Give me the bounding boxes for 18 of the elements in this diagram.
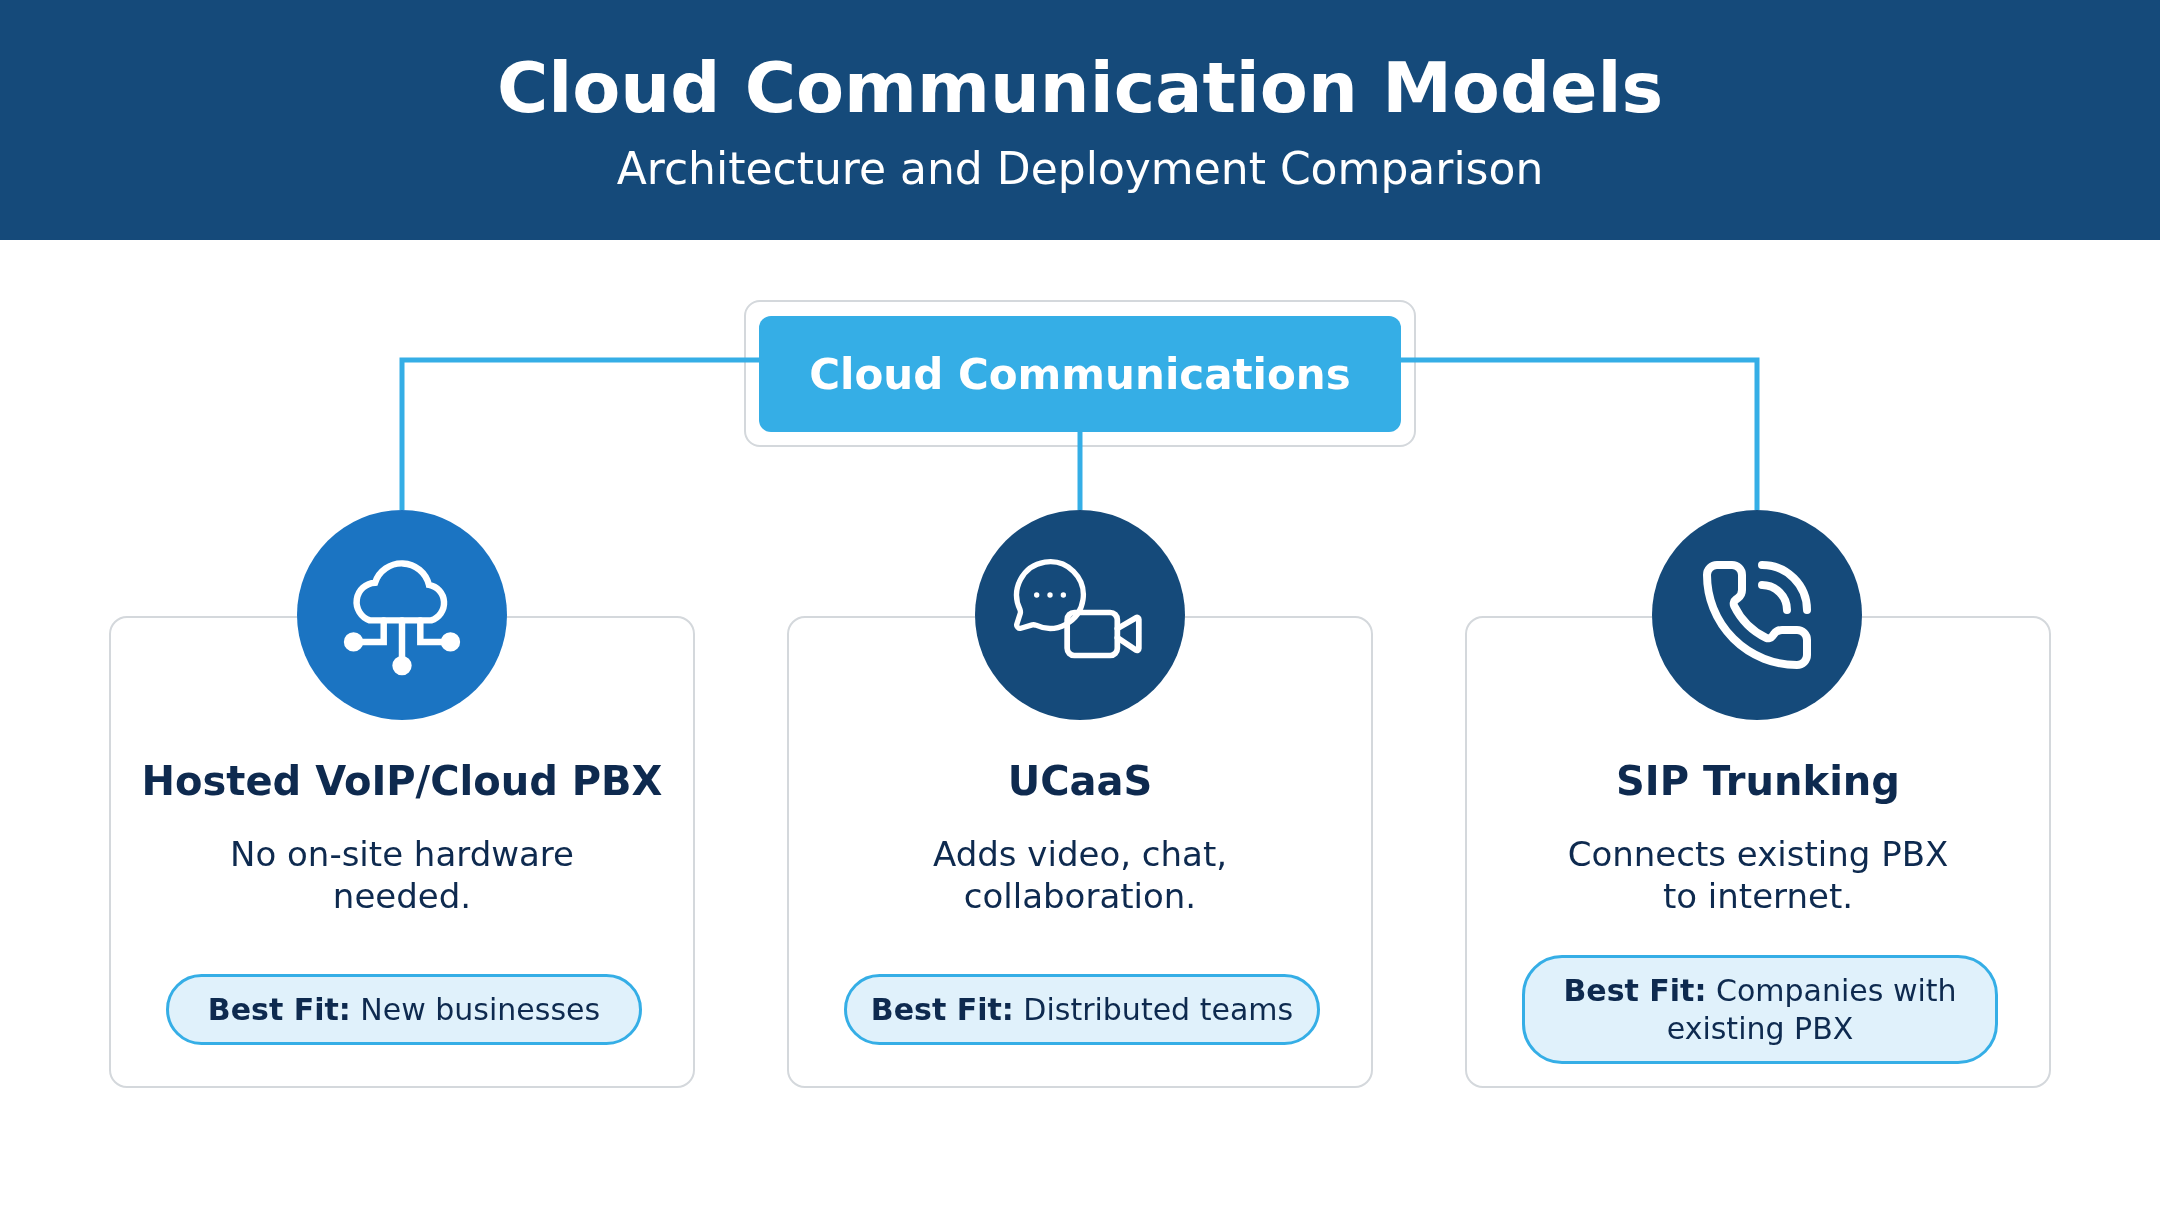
card-description: Connects existing PBX to internet.	[1566, 833, 1950, 917]
best-fit-pill: Best Fit: New businesses	[166, 974, 642, 1045]
best-fit-pill: Best Fit: Distributed teams	[844, 974, 1320, 1045]
connector-line	[1077, 432, 1083, 510]
card-description: Adds video, chat, collaboration.	[931, 833, 1228, 917]
connector-line	[1401, 357, 1760, 510]
connector-line	[399, 357, 759, 510]
model-card	[1465, 616, 2051, 1088]
card-description: No on-site hardware needed.	[229, 833, 575, 917]
best-fit-pill: Best Fit: Companies with existing PBX	[1522, 955, 1998, 1064]
root-box: Cloud Communications	[759, 316, 1401, 432]
title: Cloud Communication Models	[496, 46, 1664, 129]
model-card	[787, 616, 1373, 1088]
subtitle: Architecture and Deployment Comparison	[616, 142, 1544, 194]
model-card	[109, 616, 695, 1088]
card-title: UCaaS	[1006, 758, 1154, 804]
card-title: SIP Trunking	[1615, 758, 1901, 804]
card-title: Hosted VoIP/Cloud PBX	[140, 758, 664, 804]
